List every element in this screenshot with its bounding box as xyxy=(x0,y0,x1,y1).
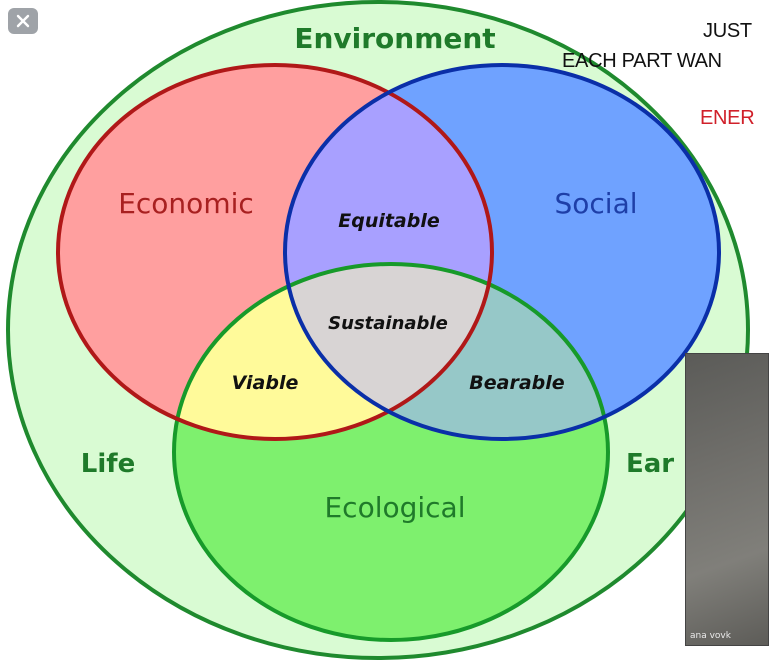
participant-name: ana vovk xyxy=(690,631,731,641)
environment-label: Environment xyxy=(294,22,495,55)
social-outline xyxy=(283,63,721,441)
close-button[interactable] xyxy=(8,8,38,34)
ecological-label: Ecological xyxy=(324,491,465,524)
earth-label: Ear xyxy=(626,449,674,479)
social-label: Social xyxy=(554,187,637,220)
equitable-label: Equitable xyxy=(338,210,440,232)
economic-outline xyxy=(56,63,494,441)
bearable-overlap xyxy=(285,264,608,439)
side-note-line2: EACH PART WAN xyxy=(562,50,722,72)
sustainable-label: Sustainable xyxy=(328,313,448,334)
side-note-line3: ENER xyxy=(700,107,755,129)
participant-video-tile[interactable]: ana vovk xyxy=(685,353,769,646)
close-icon xyxy=(16,14,30,28)
ecological-outline xyxy=(172,262,610,642)
bearable-label: Bearable xyxy=(469,372,564,394)
viable-label: Viable xyxy=(232,372,299,394)
economic-label: Economic xyxy=(118,187,254,220)
side-note-line1: JUST xyxy=(703,20,752,42)
viable-overlap xyxy=(174,264,492,439)
life-label: Life xyxy=(81,449,135,479)
